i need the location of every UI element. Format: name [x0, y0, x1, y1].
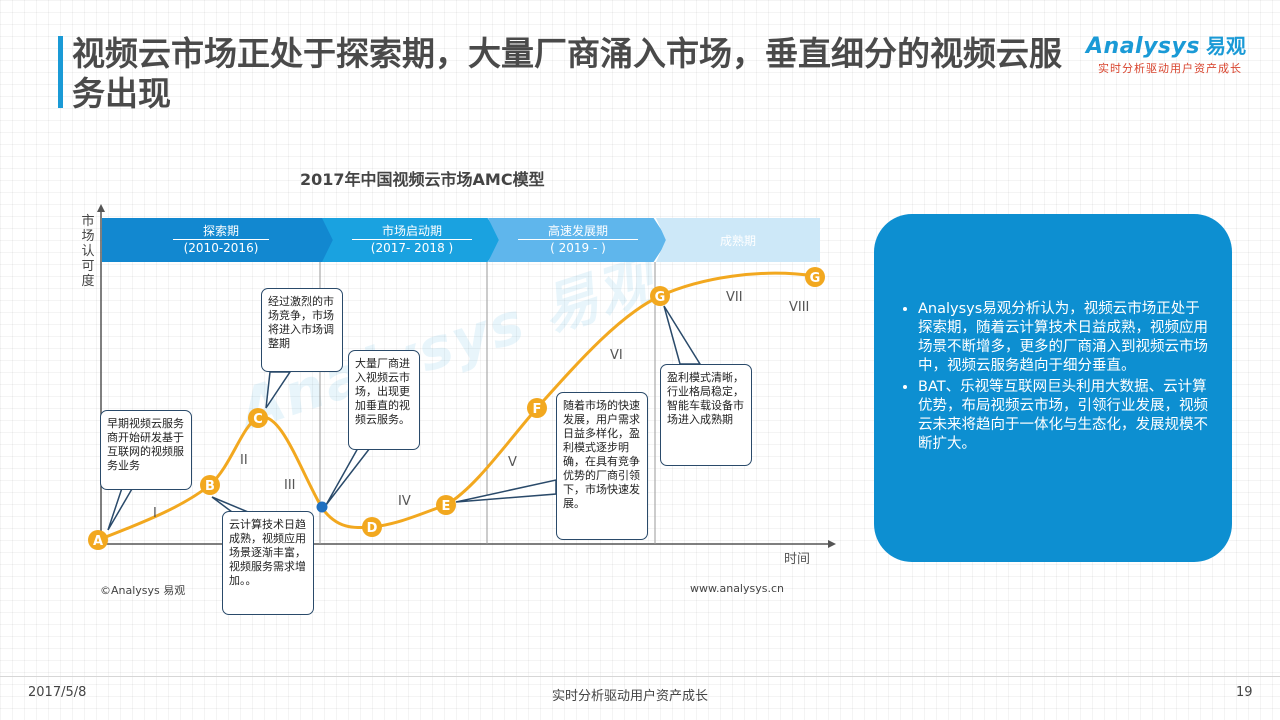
x-axis-arrow	[828, 540, 836, 548]
insight-box: Analysys易观分析认为，视频云市场正处于探索期，随着云计算技术日益成熟，视…	[874, 214, 1232, 562]
title-accent-bar	[58, 36, 63, 108]
callout-pointer-now	[325, 447, 372, 506]
phase-growth: 高速发展期 ( 2019 - )	[488, 218, 668, 262]
callout-current-position: 大量厂商进入视频云市场，出现更加垂直的视频云服务。	[348, 350, 420, 450]
logo-brand: Analysys	[1086, 34, 1200, 59]
insight-item: BAT、乐视等互联网巨头利用大数据、云计算优势，布局视频云市场，引领行业发展，视…	[918, 378, 1208, 454]
callout-point-c: 经过激烈的市场竞争，市场将进入市场调整期	[261, 288, 343, 372]
callout-point-g: 盈利模式清晰，行业格局稳定，智能车载设备市场进入成熟期	[660, 364, 752, 466]
stage-label-3: III	[284, 478, 296, 493]
point-f: F	[527, 398, 547, 418]
phase-exploration-years: (2010-2016)	[183, 241, 259, 255]
phase-growth-years: ( 2019 - )	[550, 241, 606, 255]
footer-divider	[0, 676, 1280, 677]
diagram-title: 2017年中国视频云市场AMC模型	[300, 170, 545, 189]
phase-launch-name: 市场启动期	[351, 224, 472, 240]
phase-maturity-name: 成熟期	[719, 234, 756, 248]
stage-label-5: V	[508, 455, 517, 470]
y-axis-label: 市场认可度	[81, 214, 95, 289]
point-f-label: F	[533, 402, 542, 417]
point-g-label: G	[655, 290, 666, 305]
callout-pointer-c	[265, 371, 292, 409]
point-e-label: E	[442, 499, 451, 514]
stage-label-6: VI	[610, 348, 623, 363]
phase-exploration-name: 探索期	[172, 224, 269, 240]
phase-exploration: 探索期 (2010-2016)	[102, 218, 340, 262]
stage-label-1: I	[153, 506, 157, 521]
point-a: A	[88, 530, 108, 550]
point-c-label: C	[253, 412, 263, 427]
phase-launch: 市场启动期 (2017- 2018 )	[322, 218, 502, 262]
stage-label-2: II	[240, 453, 248, 468]
point-e: E	[436, 495, 456, 515]
phase-launch-years: (2017- 2018 )	[370, 241, 454, 255]
page-title: 视频云市场正处于探索期，大量厂商涌入市场，垂直细分的视频云服务出现	[72, 34, 1062, 113]
point-d-label: D	[367, 521, 378, 536]
footer-date: 2017/5/8	[28, 685, 87, 700]
point-g-end: G	[805, 267, 825, 287]
phase-maturity: 成熟期	[656, 218, 820, 262]
stage-label-4: IV	[398, 494, 411, 509]
y-axis-arrow	[97, 204, 105, 212]
callout-point-b: 云计算技术日趋成熟，视频应用场景逐渐丰富，视频服务需求增加。。	[222, 511, 314, 615]
source-note: ©Analysys 易观	[100, 584, 186, 597]
current-position-marker	[316, 501, 328, 513]
point-b: B	[200, 475, 220, 495]
point-b-label: B	[205, 479, 215, 494]
stage-label-8: VIII	[789, 300, 810, 315]
insight-item: Analysys易观分析认为，视频云市场正处于探索期，随着云计算技术日益成熟，视…	[918, 300, 1208, 376]
callout-point-e: 随着市场的快速发展，用户需求日益多样化，盈利模式逐步明确，在具有竞争优势的厂商引…	[556, 392, 648, 540]
logo-brand-cn: 易观	[1205, 34, 1246, 58]
point-c: C	[248, 408, 268, 428]
stage-label-7: VII	[726, 290, 743, 305]
footer-tagline: 实时分析驱动用户资产成长	[552, 689, 709, 704]
callout-pointer-g	[663, 305, 702, 365]
logo-slogan: 实时分析驱动用户资产成长	[1098, 62, 1242, 75]
point-d: D	[362, 517, 382, 537]
callout-point-a: 早期视频云服务商开始研发基于互联网的视频服务业务	[100, 410, 192, 490]
phase-growth-name: 高速发展期	[517, 224, 638, 240]
insight-list: Analysys易观分析认为，视频云市场正处于探索期，随着云计算技术日益成熟，视…	[900, 300, 1208, 454]
website-link[interactable]: www.analysys.cn	[690, 582, 784, 595]
point-a-label: A	[93, 534, 103, 549]
point-g-end-label: G	[810, 271, 821, 286]
page-number: 19	[1236, 685, 1253, 700]
amc-curve	[97, 271, 816, 542]
x-axis-label: 时间	[784, 552, 811, 567]
point-g: G	[650, 286, 670, 306]
callout-pointer-b	[211, 496, 249, 513]
